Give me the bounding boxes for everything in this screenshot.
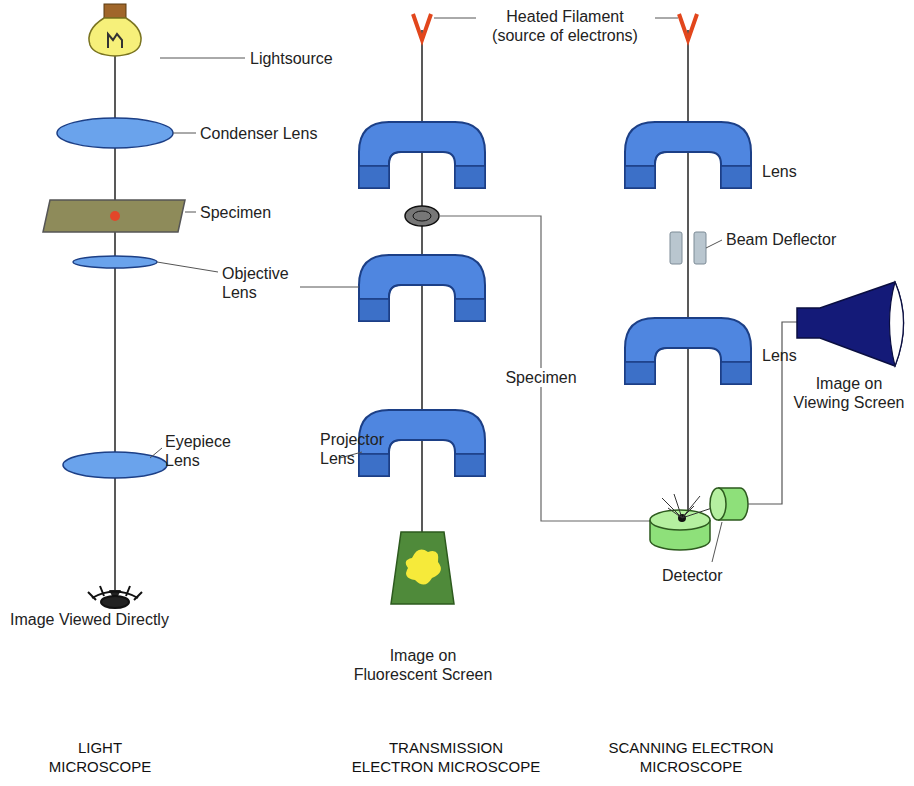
eye-symbol xyxy=(88,586,142,608)
part-label: Lens xyxy=(762,162,842,181)
fluorescent-screen xyxy=(391,532,454,604)
beam-path xyxy=(421,30,423,560)
part-label: Projector Lens xyxy=(320,430,400,468)
leader-line xyxy=(157,262,218,272)
heated-filament xyxy=(413,14,431,40)
part-label: Heated Filament (source of electrons) xyxy=(480,7,650,45)
specimen-detail xyxy=(413,211,431,221)
leader-line xyxy=(160,58,245,59)
leader-line xyxy=(712,522,722,562)
part-label: Detector xyxy=(662,566,752,585)
microscope-title: SCANNING ELECTRON MICROSCOPE xyxy=(602,738,780,776)
part-label: Specimen xyxy=(200,203,320,222)
part-label: Objective Lens xyxy=(222,264,302,302)
magnetic-lens xyxy=(359,122,485,188)
specimen-slide xyxy=(43,200,185,232)
microscope-title: LIGHT MICROSCOPE xyxy=(40,738,160,776)
caption-label: Image on Fluorescent Screen xyxy=(350,646,496,684)
condenser-lens xyxy=(57,118,173,148)
caption-label: Image Viewed Directly xyxy=(10,610,220,629)
beam-deflector xyxy=(670,232,706,264)
heated-filament xyxy=(679,14,697,40)
part-label: Lightsource xyxy=(250,49,390,68)
part-label: Beam Deflector xyxy=(726,230,866,249)
viewing-screen xyxy=(797,282,904,366)
magnetic-lens xyxy=(625,122,751,188)
part-label: Lens xyxy=(762,346,822,365)
part-label: Image on Viewing Screen xyxy=(790,374,908,412)
part-label: Condenser Lens xyxy=(200,124,360,143)
beam-path xyxy=(687,30,689,520)
part-label: Specimen xyxy=(503,368,578,387)
leader-line xyxy=(300,287,359,288)
objective-lens xyxy=(73,256,157,268)
leader-line xyxy=(185,212,196,213)
eyepiece-lens xyxy=(63,452,167,478)
microscope-title: TRANSMISSION ELECTRON MICROSCOPE xyxy=(348,738,544,776)
leader-line xyxy=(173,133,196,134)
leader-line xyxy=(706,240,722,248)
part-label: Eyepiece Lens xyxy=(165,432,245,470)
specimen-dot xyxy=(110,211,120,221)
scattered-electrons xyxy=(662,494,712,518)
tem-specimen xyxy=(405,206,439,226)
leader-line xyxy=(655,18,678,19)
detector xyxy=(710,488,748,520)
light-bulb xyxy=(89,4,141,56)
screen-image xyxy=(406,550,441,585)
leader-line xyxy=(434,18,476,19)
magnetic-lens xyxy=(625,318,751,384)
leader-line xyxy=(150,448,162,458)
objective-magnetic-lens xyxy=(359,255,485,321)
